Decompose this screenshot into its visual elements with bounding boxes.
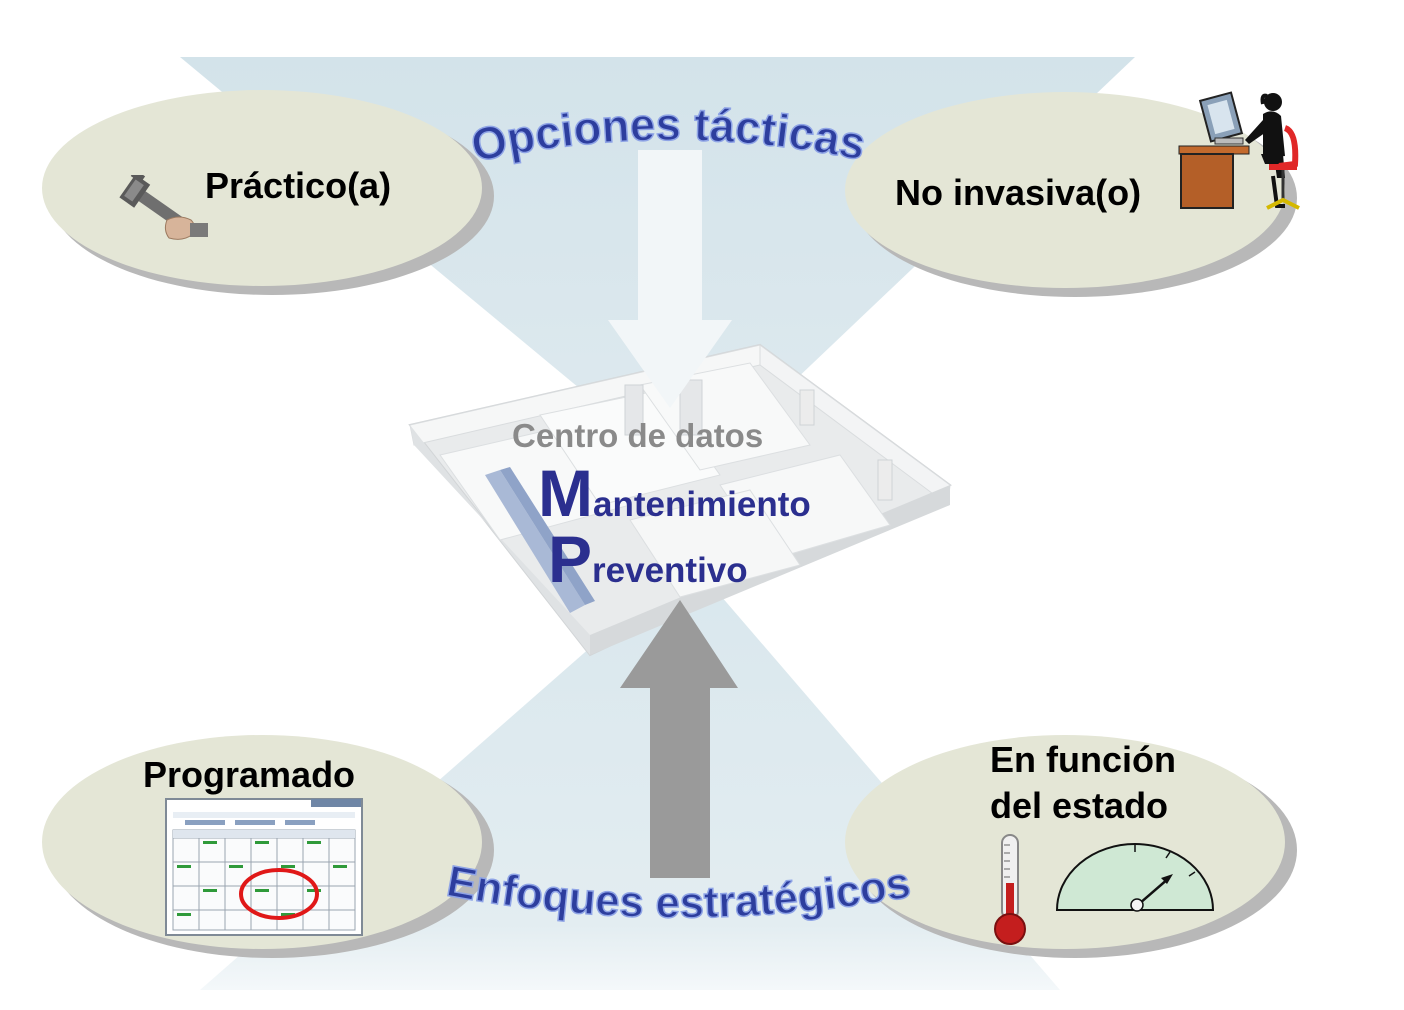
preventivo-rest: reventivo: [592, 551, 748, 590]
person-at-computer-icon: [1178, 91, 1300, 210]
title-bottom-arched: Enfoques estratégicos: [442, 856, 914, 928]
center-line-preventivo: Preventivo: [548, 526, 748, 592]
center-caption: Centro de datos: [512, 417, 764, 454]
arrow-down-top: [608, 150, 732, 408]
mantenimiento-rest: antenimiento: [592, 485, 811, 524]
node-label-en-funcion-line1: En función: [990, 739, 1176, 780]
wrench-hand-icon: [119, 175, 208, 240]
node-label-practico: Práctico(a): [205, 165, 392, 206]
arrow-up-bottom: [620, 600, 738, 878]
title-top-arched: Opciones tácticas: [466, 97, 871, 172]
initial-m: M: [538, 456, 593, 530]
center-line-mantenimiento: Mantenimiento: [538, 458, 811, 528]
svg-text:Enfoques estratégicos: Enfoques estratégicos: [443, 857, 914, 928]
data-center-room-illustration: [408, 343, 952, 657]
initial-p: P: [548, 522, 593, 596]
node-label-en-funcion: En función del estado: [990, 737, 1176, 829]
node-label-en-funcion-line2: del estado: [990, 785, 1169, 826]
title-bottom-text: Enfoques estratégicos: [442, 856, 914, 928]
node-label-no-invasiva: No invasiva(o): [895, 172, 1142, 213]
node-label-programado: Programado: [143, 754, 356, 795]
title-top-text: Opciones tácticas: [466, 97, 871, 172]
calendar-screenshot-icon: [165, 798, 363, 936]
thermometer-icon: [994, 834, 1026, 945]
gauge-icon: [1055, 843, 1215, 912]
svg-text:Opciones tácticas: Opciones tácticas: [467, 98, 871, 172]
ellipse-top-left: [42, 90, 494, 295]
